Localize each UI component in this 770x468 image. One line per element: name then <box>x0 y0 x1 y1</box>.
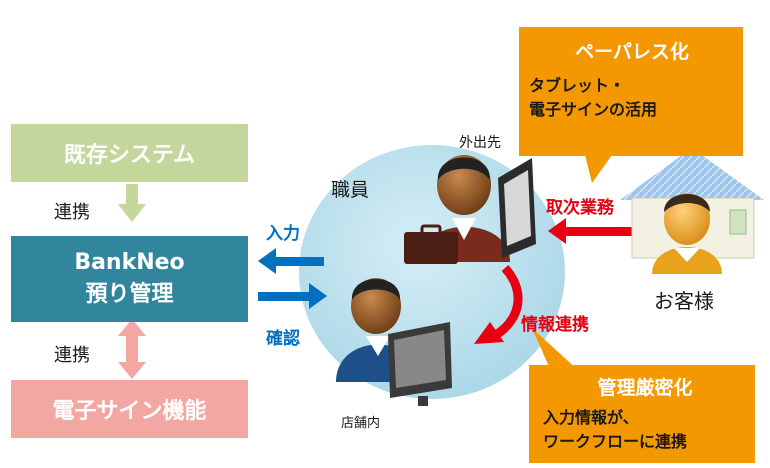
existing-system-label: 既存システム <box>63 143 196 168</box>
control-title: 管理厳密化 <box>597 377 693 399</box>
confirm-arrow <box>258 283 327 309</box>
link-arrow-top <box>118 184 146 222</box>
link-label-top: 連携 <box>54 202 90 223</box>
outside-staff-figure <box>404 155 536 264</box>
paperless-line2: 電子サインの活用 <box>529 100 658 119</box>
paperless-callout: ペーパレス化 タブレット・ 電子サインの活用 <box>519 27 743 156</box>
confirm-label: 確認 <box>266 329 300 349</box>
store-staff-figure <box>336 278 452 406</box>
info-link-arrow <box>474 264 523 344</box>
existing-system-box: 既存システム <box>11 124 248 182</box>
customer-figure <box>652 193 722 274</box>
brokerage-label: 取次業務 <box>546 198 614 218</box>
staff-label: 職員 <box>331 179 370 201</box>
outside-label: 外出先 <box>459 135 501 151</box>
input-arrow <box>258 248 324 274</box>
in-store-label: 店舗内 <box>341 416 381 431</box>
customer-label: お客様 <box>654 289 714 313</box>
paperless-line1: タブレット・ <box>529 76 626 95</box>
input-label: 入力 <box>266 224 300 244</box>
control-callout: 管理厳密化 入力情報が、 ワークフローに連携 <box>529 365 755 463</box>
paperless-title: ペーパレス化 <box>575 41 689 63</box>
control-line2: ワークフローに連携 <box>543 432 688 451</box>
info-link-label: 情報連携 <box>521 315 589 335</box>
bankneo-box: BankNeo 預り管理 <box>11 236 248 322</box>
bankneo-label-line2: 預り管理 <box>85 282 174 307</box>
link-label-bottom: 連携 <box>54 345 90 366</box>
link-arrow-bottom <box>118 319 146 379</box>
esign-label: 電子サイン機能 <box>52 399 207 424</box>
paperless-pointer <box>585 155 612 183</box>
control-line1: 入力情報が、 <box>543 408 639 427</box>
bankneo-label-line1: BankNeo <box>74 250 185 275</box>
esign-box: 電子サイン機能 <box>11 380 248 438</box>
